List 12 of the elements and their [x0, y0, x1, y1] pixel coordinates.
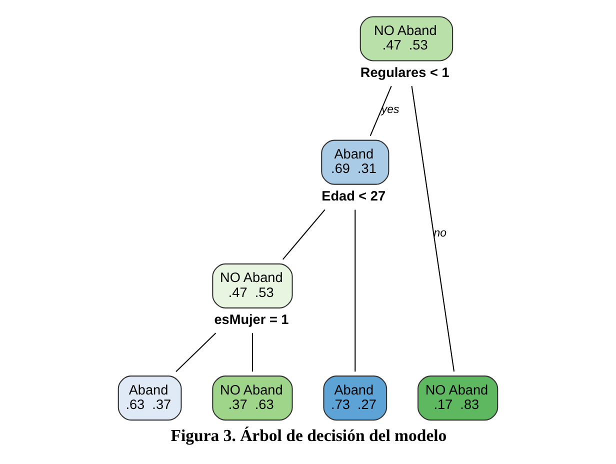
connector: [282, 209, 326, 260]
edge-label: yes: [381, 104, 400, 116]
connector: [370, 86, 392, 136]
connector: [411, 86, 455, 372]
connector: [354, 210, 356, 372]
connector: [252, 333, 253, 372]
node-label: esMujer = 1: [214, 312, 289, 328]
edge-label: no: [434, 228, 447, 240]
node-label: Regulares < 1: [360, 64, 450, 80]
caption: Figura 3. Árbol de decisión del modelo: [170, 426, 447, 445]
node-label: Edad < 27: [322, 188, 386, 204]
connector: [176, 332, 216, 372]
